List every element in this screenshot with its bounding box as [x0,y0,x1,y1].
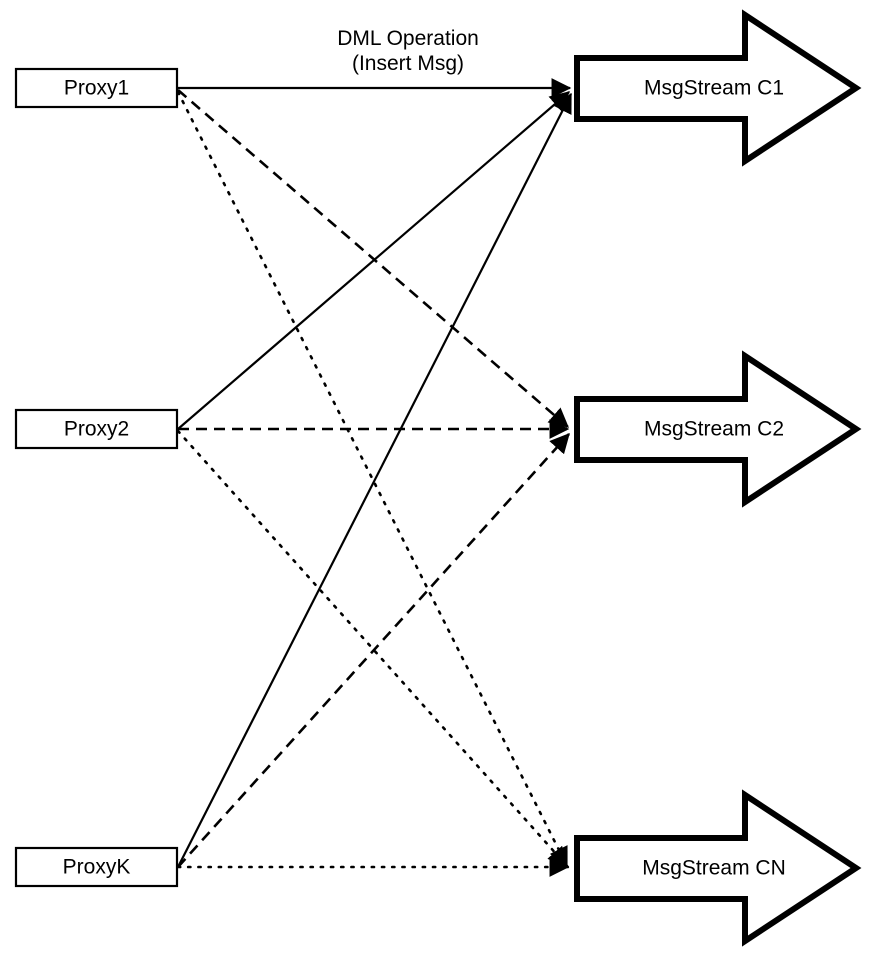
proxy1-box[interactable] [14,67,179,109]
msgstream-c2-label: MsgStream C2 [644,418,784,441]
edge-proxy1-to-msgstream-c2 [177,89,569,428]
node-msgstream-cn[interactable]: MsgStream CN [574,789,862,947]
proxy2-label: Proxy2 [64,418,129,441]
msgstream-cn-label: MsgStream CN [642,857,786,880]
node-msgstream-c1[interactable]: MsgStream C1 [574,9,862,167]
edge-group-proxy1 [176,78,572,868]
proxyk-box[interactable] [14,846,179,888]
edge-proxy2-to-msgstream-cn [176,429,569,868]
edge-caption-line2: (Insert Msg) [352,52,464,75]
proxy2-box[interactable] [14,408,179,450]
msgstream-c1-arrow-shape[interactable] [574,9,862,167]
edge-proxy1-to-msgstream-cn [176,90,569,868]
node-proxyk[interactable]: ProxyK [14,846,179,888]
msgstream-c1-label: MsgStream C1 [644,77,784,100]
msgstream-c2-arrow-shape[interactable] [574,350,862,508]
edge-proxy2-to-msgstream-c1 [177,91,570,430]
node-proxy1[interactable]: Proxy1 [14,67,179,109]
proxyk-label: ProxyK [63,856,131,879]
edge-group-proxy2 [176,91,570,868]
node-proxy2[interactable]: Proxy2 [14,408,179,450]
edge-proxyk-to-msgstream-c1 [177,92,572,868]
node-msgstream-c2[interactable]: MsgStream C2 [574,350,862,508]
edge-group-proxyk [176,92,572,877]
edge-proxyk-to-msgstream-c2 [177,433,570,868]
edge-caption-dml-operation: DML Operation (Insert Msg) [337,27,479,75]
proxy1-label: Proxy1 [64,77,129,100]
msgstream-cn-arrow-shape[interactable] [574,789,862,947]
edge-caption-line1: DML Operation [337,27,479,50]
